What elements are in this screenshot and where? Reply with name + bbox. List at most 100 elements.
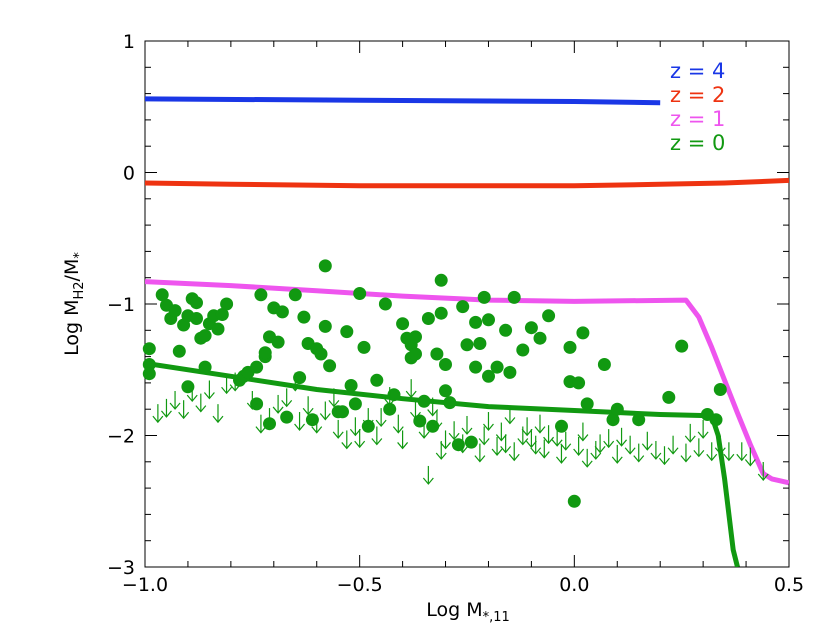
- arrow-head: [195, 405, 207, 413]
- detection-point: [430, 347, 444, 361]
- arrow-head: [161, 410, 172, 418]
- upper-limit-arrow: [255, 414, 267, 434]
- detection-point: [271, 335, 285, 349]
- detection-point: [490, 360, 504, 374]
- detection-point: [456, 300, 470, 314]
- upper-limit-arrow: [474, 443, 486, 463]
- upper-limit-arrow: [384, 387, 396, 406]
- detection-point: [357, 340, 371, 354]
- upper-limit-arrow: [538, 439, 550, 459]
- arrow-head: [311, 426, 323, 434]
- upper-limit-arrow: [328, 388, 340, 408]
- upper-limit-arrow: [169, 390, 181, 410]
- arrow-head: [504, 417, 516, 425]
- arrow-head: [757, 473, 769, 481]
- detection-point: [503, 365, 517, 379]
- upper-limit-arrow: [560, 431, 572, 451]
- upper-limit-arrow: [757, 462, 769, 481]
- arrow-head: [422, 477, 434, 485]
- detection-point: [142, 358, 156, 371]
- detection-point: [421, 312, 435, 325]
- detection-point: [396, 317, 410, 331]
- detection-point: [507, 290, 521, 304]
- detection-point: [155, 288, 169, 302]
- detection-point: [280, 410, 294, 424]
- arrow-head: [371, 438, 383, 446]
- arrow-head: [332, 431, 344, 439]
- arrow-head: [500, 446, 512, 454]
- legend-item: z = 0: [670, 131, 725, 155]
- detection-point: [499, 323, 513, 337]
- upper-limit-arrow: [525, 429, 537, 449]
- detection-point: [709, 413, 723, 427]
- arrow-head: [302, 407, 314, 416]
- upper-limit-arrow: [590, 440, 602, 460]
- detection-point: [610, 402, 624, 416]
- arrow-head: [543, 436, 555, 445]
- upper-limit-arrow: [422, 465, 434, 485]
- upper-limit-arrow: [461, 415, 473, 435]
- detection-point: [190, 296, 203, 310]
- x-tick-label: 0.5: [774, 574, 804, 596]
- arrow-head: [521, 428, 533, 437]
- detection-point: [383, 402, 397, 416]
- detection-point: [606, 413, 620, 427]
- arrow-head: [697, 431, 709, 439]
- upper-limit-arrow: [723, 442, 735, 462]
- upper-limit-arrow: [203, 380, 215, 400]
- series-line: [145, 360, 740, 567]
- upper-limit-arrow: [551, 427, 563, 447]
- arrow-head: [603, 440, 615, 449]
- detection-point: [576, 326, 590, 340]
- upper-limit-arrow: [714, 435, 726, 455]
- arrow-head: [186, 394, 198, 403]
- arrow-head: [693, 449, 705, 458]
- upper-limit-arrow: [354, 429, 366, 449]
- arrow-head: [530, 447, 542, 455]
- detection-point: [434, 273, 448, 287]
- upper-limit-arrow: [577, 422, 589, 442]
- series-line: [145, 177, 789, 189]
- detection-point: [348, 397, 362, 411]
- detection-point: [198, 329, 212, 343]
- upper-limit-arrow: [375, 408, 387, 428]
- arrow-head: [405, 390, 417, 399]
- detection-point: [250, 360, 264, 374]
- upper-limit-arrow: [311, 414, 323, 434]
- arrow-head: [397, 442, 409, 450]
- arrow-head: [440, 442, 451, 450]
- detection-point: [469, 315, 483, 329]
- upper-limit-arrow: [186, 383, 198, 403]
- arrow-head: [392, 426, 404, 434]
- x-tick-label: −0.5: [337, 574, 383, 596]
- upper-limit-arrow: [272, 394, 284, 414]
- upper-limit-arrow: [294, 412, 306, 431]
- detection-point: [464, 435, 478, 449]
- arrow-head: [457, 446, 469, 454]
- arrow-head: [362, 419, 374, 428]
- x-axis-label: Log M*,11: [426, 599, 510, 625]
- upper-limit-arrow: [616, 427, 628, 447]
- detection-point: [460, 338, 474, 352]
- detection-point: [142, 342, 156, 356]
- upper-limit-arrow: [264, 408, 275, 428]
- detection-point: [378, 297, 392, 311]
- detection-point: [443, 396, 457, 410]
- detection-point: [318, 319, 332, 333]
- arrow-head: [736, 453, 748, 462]
- upper-limit-arrow: [659, 446, 670, 466]
- arrow-head: [255, 426, 267, 434]
- y-axis-label: Log MH2/M*: [61, 252, 87, 356]
- detection-point: [198, 360, 212, 374]
- arrow-head: [611, 456, 623, 464]
- upper-limit-arrow: [457, 434, 469, 454]
- arrow-head: [491, 448, 503, 456]
- detection-point: [172, 344, 186, 358]
- upper-limit-arrow: [504, 405, 516, 425]
- arrow-head: [246, 402, 258, 410]
- arrow-head: [328, 399, 340, 408]
- detection-point: [567, 494, 581, 508]
- arrow-head: [418, 431, 430, 439]
- arrow-head: [538, 451, 550, 459]
- arrow-head: [178, 411, 190, 420]
